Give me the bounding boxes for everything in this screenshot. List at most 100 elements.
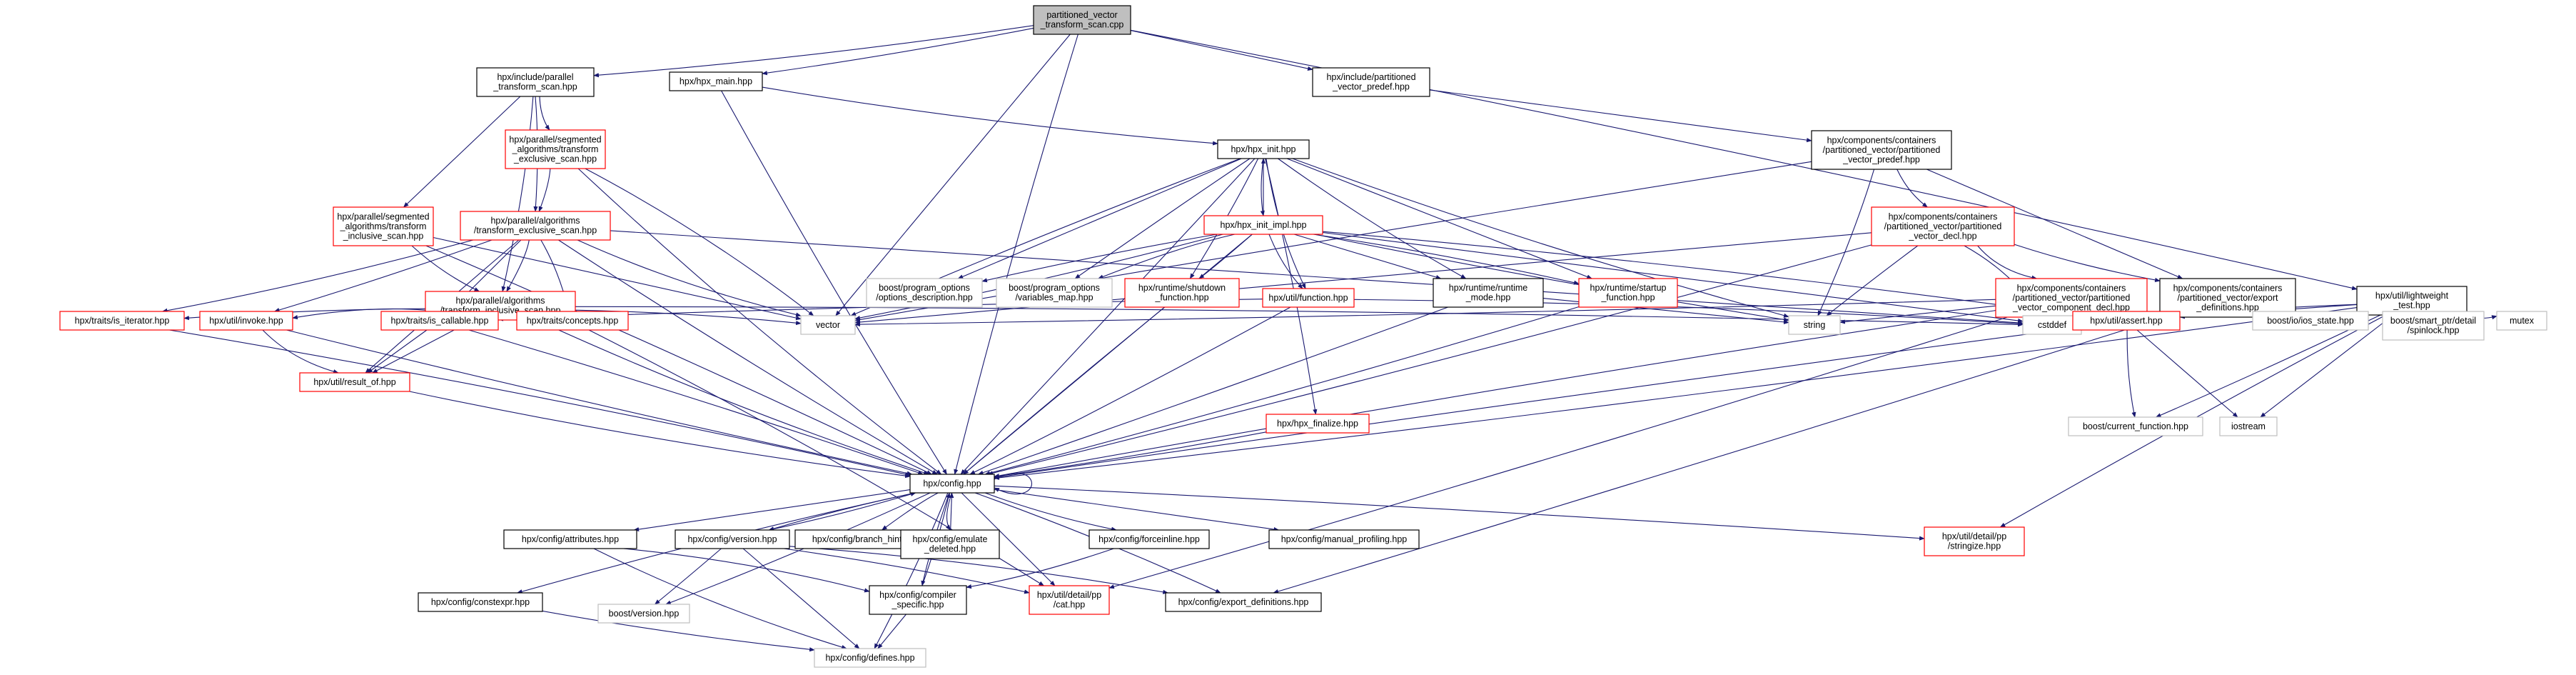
node-cfg-emulate[interactable]: hpx/config/emulate_deleted.hpp — [900, 529, 1000, 559]
node-label-line: /cat.hpp — [1054, 600, 1086, 610]
node-rt-mode[interactable]: hpx/runtime/runtime_mode.hpp — [1433, 278, 1544, 308]
node-label-line: _function.hpp — [1154, 293, 1208, 303]
edge-cfg_version-to-export_defs — [789, 546, 1168, 594]
node-seg-incl[interactable]: hpx/parallel/segmented_algorithms/transf… — [333, 206, 434, 246]
node-box — [1788, 315, 1841, 335]
node-hpx-init-impl[interactable]: hpx/hpx_init_impl.hpp — [1203, 215, 1323, 235]
node-label-line: hpx/parallel/algorithms — [490, 216, 580, 226]
node-util-function[interactable]: hpx/util/function.hpp — [1262, 288, 1355, 308]
node-hpx-finalize[interactable]: hpx/hpx_finalize.hpp — [1266, 414, 1370, 434]
edge-hpx_init_impl-to-rt_startup — [1313, 234, 1580, 285]
node-stringize[interactable]: hpx/util/detail/pp/stringize.hpp — [1924, 526, 2025, 556]
node-cfg-attr[interactable]: hpx/config/attributes.hpp — [503, 529, 637, 549]
node-result-of[interactable]: hpx/util/result_of.hpp — [299, 372, 410, 392]
node-lw-test[interactable]: hpx/util/lightweight_test.hpp — [2356, 286, 2468, 316]
edge-invoke-to-config — [286, 329, 913, 476]
nodes-layer: partitioned_vector_transform_scan.cpphpx… — [59, 5, 2547, 668]
node-label-line: _definitions.hpp — [2196, 302, 2259, 312]
node-par-tscan[interactable]: hpx/include/parallel_transform_scan.hpp — [476, 67, 595, 97]
node-label-line: boost/current_function.hpp — [2083, 421, 2188, 431]
node-label-line: hpx/components/containers — [2017, 283, 2126, 293]
node-box — [503, 529, 637, 549]
node-cfg-forceinline[interactable]: hpx/config/forceinline.hpp — [1089, 529, 1210, 549]
edge-par_tscan-to-alg_incl — [501, 96, 534, 292]
node-label-line: _algorithms/transform — [512, 144, 599, 154]
node-label-line: hpx/config/export_definitions.hpp — [1178, 597, 1309, 607]
node-label-line: hpx/hpx_init.hpp — [1231, 144, 1295, 154]
node-label-line: /partitioned_vector/partitioned — [1884, 221, 2002, 231]
edge-alg_excl-to-cstddef — [610, 230, 2024, 325]
node-label-line: vector — [816, 320, 840, 330]
edge-pv_predef-to-pv_export — [1926, 169, 2183, 279]
node-label-line: boost/io/ios_state.hpp — [2267, 316, 2354, 326]
edge-pv_comp_decl-to-vector — [854, 299, 1996, 327]
node-pp-cat[interactable]: hpx/util/detail/pp/cat.hpp — [1029, 585, 1110, 615]
edge-hpx_init-to-string — [1292, 158, 1789, 318]
edge-seg_excl-to-vector — [585, 168, 814, 316]
edge-alg_excl-to-is_iterator — [161, 239, 474, 313]
edge-seg_excl-to-config — [577, 168, 942, 475]
node-hpx-main[interactable]: hpx/hpx_main.hpp — [669, 71, 763, 91]
node-cfg-version[interactable]: hpx/config/version.hpp — [675, 529, 790, 549]
edge-root-to-lw_test — [1130, 29, 2358, 291]
node-label-line: hpx/config/branch_hints.hpp — [812, 534, 924, 544]
edge-seg_incl-to-alg_incl — [411, 245, 480, 292]
node-label-line: /spinlock.hpp — [2408, 326, 2460, 336]
node-label-line: boost/smart_ptr/detail — [2390, 316, 2476, 326]
node-pv-export[interactable]: hpx/components/containers/partitioned_ve… — [2159, 278, 2296, 318]
node-alg-excl[interactable]: hpx/parallel/algorithms/transform_exclus… — [460, 211, 611, 241]
node-is-callable[interactable]: hpx/traits/is_callable.hpp — [380, 311, 499, 331]
node-box — [476, 67, 595, 97]
node-is-iterator[interactable]: hpx/traits/is_iterator.hpp — [59, 311, 185, 331]
node-cfg-constexpr[interactable]: hpx/config/constexpr.hpp — [418, 592, 543, 612]
node-box — [1268, 529, 1420, 549]
node-root[interactable]: partitioned_vector_transform_scan.cpp — [1033, 5, 1131, 35]
node-label-line: hpx/parallel/algorithms — [455, 296, 545, 306]
edge-is_iterator-to-config — [169, 329, 911, 476]
edge-hpx_finalize-to-config — [994, 431, 1267, 479]
node-label-line: hpx/components/containers — [1889, 211, 1998, 221]
node-inc-pvpre[interactable]: hpx/include/partitioned_vector_predef.hp… — [1312, 67, 1430, 97]
node-export-defs[interactable]: hpx/config/export_definitions.hpp — [1165, 592, 1322, 612]
node-label-line: string — [1804, 320, 1826, 330]
node-label-line: hpx/components/containers — [2173, 283, 2283, 293]
edge-alg_excl-to-alg_incl — [506, 239, 530, 292]
node-invoke[interactable]: hpx/util/invoke.hpp — [199, 311, 293, 331]
node-seg-excl[interactable]: hpx/parallel/segmented_algorithms/transf… — [505, 129, 606, 169]
node-box — [2252, 311, 2369, 331]
edge-root-to-inc_pvpre — [1130, 30, 1313, 71]
edge-config-to-cfg_version — [768, 492, 916, 531]
node-label-line: mutex — [2510, 316, 2535, 326]
node-pv-decl[interactable]: hpx/components/containers/partitioned_ve… — [1871, 206, 2015, 246]
node-label-line: boost/version.hpp — [609, 609, 680, 619]
node-spinlock: boost/smart_ptr/detail/spinlock.hpp — [2382, 311, 2485, 341]
node-box — [2159, 278, 2296, 318]
node-label-line: /stringize.hpp — [1948, 541, 2001, 551]
node-concepts[interactable]: hpx/traits/concepts.hpp — [516, 311, 629, 331]
node-util-assert[interactable]: hpx/util/assert.hpp — [2072, 311, 2181, 331]
edge-cfg_attr-to-cfg_compiler — [623, 548, 870, 593]
node-label-line: hpx/config/forceinline.hpp — [1098, 534, 1200, 544]
node-label-line: hpx/config/constexpr.hpp — [431, 597, 530, 607]
node-box — [2382, 311, 2485, 341]
edge-seg_incl-to-config — [425, 245, 932, 475]
edge-root-to-config — [954, 34, 1079, 475]
node-string: string — [1788, 315, 1841, 335]
node-box — [800, 315, 856, 335]
node-hpx-init[interactable]: hpx/hpx_init.hpp — [1217, 139, 1310, 159]
node-rt-shutdown[interactable]: hpx/runtime/shutdown_function.hpp — [1124, 278, 1240, 308]
node-pv-predef[interactable]: hpx/components/containers/partitioned_ve… — [1811, 130, 1952, 170]
node-label-line: hpx/config/defines.hpp — [825, 653, 914, 663]
node-label-line: /options_description.hpp — [876, 293, 973, 303]
node-box — [2219, 416, 2278, 436]
node-cfg-manual[interactable]: hpx/config/manual_profiling.hpp — [1268, 529, 1420, 549]
node-cfg-defines: hpx/config/defines.hpp — [814, 648, 926, 668]
node-config[interactable]: hpx/config.hpp — [909, 474, 995, 494]
node-cfg-compiler[interactable]: hpx/config/compiler_specific.hpp — [869, 585, 967, 615]
node-pv-comp-decl[interactable]: hpx/components/containers/partitioned_ve… — [1995, 278, 2148, 318]
node-mutex: mutex — [2496, 311, 2547, 331]
node-label-line: hpx/parallel/segmented — [509, 134, 601, 144]
edge-cfg_version-to-pp_cat — [784, 548, 1030, 594]
node-rt-startup[interactable]: hpx/runtime/startup_function.hpp — [1578, 278, 1678, 308]
node-label-line: _transform_scan.hpp — [493, 82, 577, 92]
